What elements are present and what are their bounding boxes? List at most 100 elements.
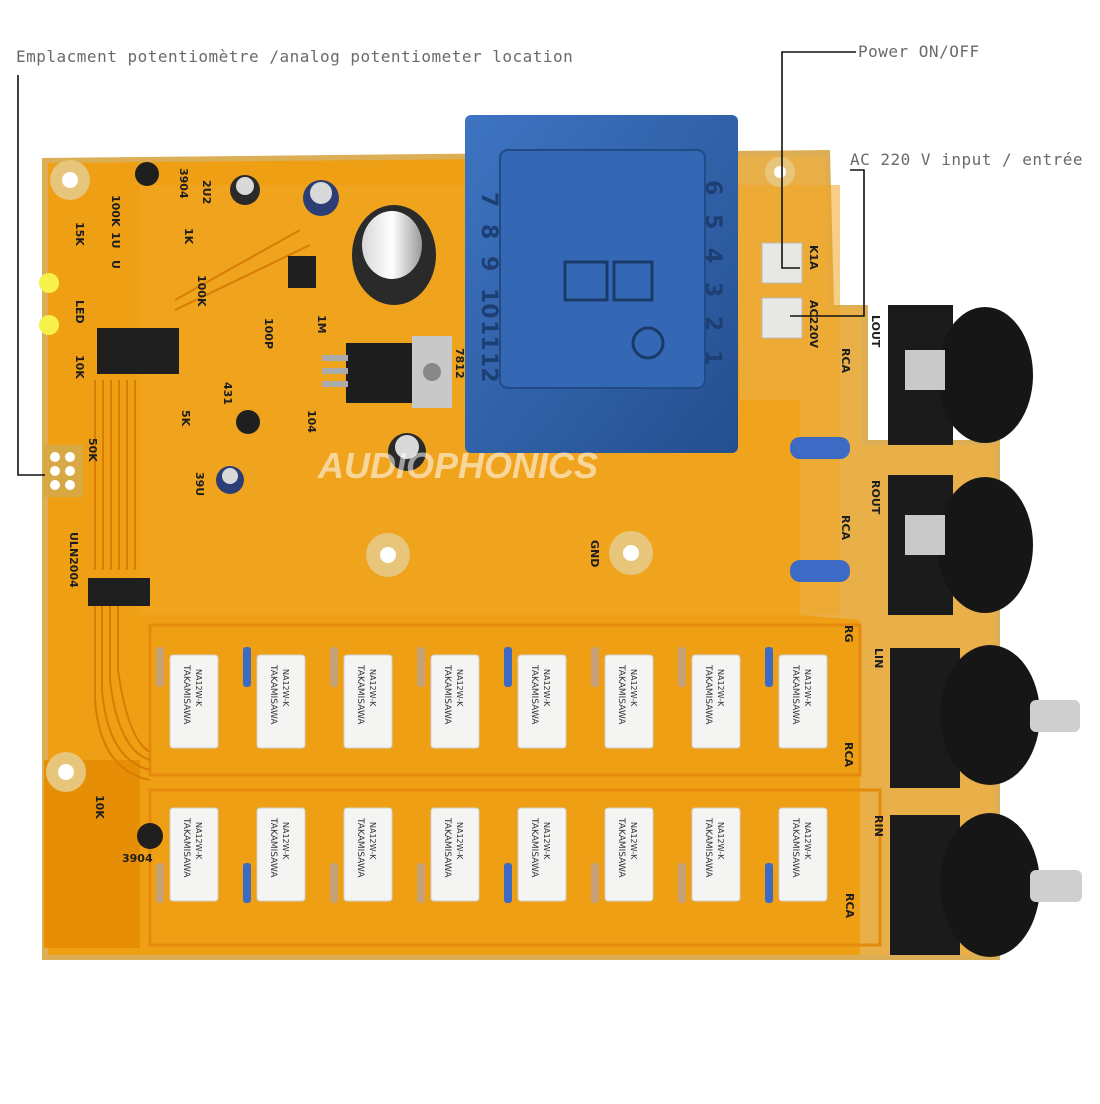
relay-model-label: NA12W-K	[194, 822, 203, 860]
label-r-100k-a: 100K	[109, 195, 122, 227]
relay-brand-label: TAKAMISAWA	[355, 664, 365, 725]
label-7812: 7812	[453, 348, 466, 379]
resistor	[243, 863, 251, 903]
resistor	[330, 647, 338, 687]
relay-model-label: NA12W-K	[281, 669, 290, 707]
resistors-blue	[790, 437, 850, 582]
resistor	[504, 647, 512, 687]
signal-traces	[94, 229, 311, 781]
relay-model-label: NA12W-K	[803, 822, 812, 860]
callout-leaders	[17, 51, 865, 476]
relay-model-label: NA12W-K	[194, 669, 203, 707]
resistor	[678, 647, 686, 687]
relay-brand-label: TAKAMISAWA	[790, 664, 800, 725]
relay-brand-label: TAKAMISAWA	[442, 664, 452, 725]
relay-brand-label: TAKAMISAWA	[703, 817, 713, 878]
label-q2: 3904	[122, 852, 153, 865]
label-rca-2: RCA	[839, 515, 852, 541]
relay	[517, 654, 567, 749]
resistor	[417, 863, 425, 903]
relay	[343, 807, 393, 902]
relay-brand-label: TAKAMISAWA	[529, 664, 539, 725]
label-c-2u2: 2U2	[200, 180, 213, 204]
relay-model-label: NA12W-K	[629, 822, 638, 860]
label-r-10k-a: 10K	[73, 355, 86, 379]
pot-header	[43, 445, 83, 497]
transformer	[465, 115, 738, 453]
relay	[430, 654, 480, 749]
relay	[778, 807, 828, 902]
label-c-u: U	[109, 260, 122, 269]
resistor	[591, 647, 599, 687]
label-led: LED	[73, 300, 86, 324]
label-q1: 3904	[177, 168, 190, 199]
relay	[169, 807, 219, 902]
resistor	[156, 863, 164, 903]
transformer-pin-4: 4	[700, 248, 725, 263]
mounting-holes	[46, 157, 795, 792]
transformer-pin-6: 6	[700, 180, 725, 195]
xlr-jacks	[888, 305, 1082, 957]
label-r-1m: 1M	[315, 315, 328, 334]
label-lin: LIN	[872, 648, 885, 668]
label-c-104: 104	[305, 410, 318, 433]
transformer-pin-2: 2	[700, 316, 725, 331]
label-r-10k-c: 10K	[93, 795, 106, 819]
transformer-pin-11: 11	[476, 320, 501, 351]
relay	[604, 807, 654, 902]
relay-model-label: NA12W-K	[455, 669, 464, 707]
transformer-pins-right: 6 5 4 3 2 1	[700, 180, 725, 365]
label-rca-4: RCA	[843, 893, 856, 919]
label-c-39u: 39U	[193, 472, 206, 496]
relay-model-label: NA12W-K	[542, 822, 551, 860]
relay	[256, 654, 306, 749]
uln2004-chip	[88, 578, 150, 606]
label-uln2004: ULN2004	[67, 532, 80, 588]
label-rin: RIN	[872, 815, 885, 837]
relay-model-label: NA12W-K	[542, 669, 551, 707]
resistor	[678, 863, 686, 903]
resistor	[330, 863, 338, 903]
transformer-pin-3: 3	[700, 282, 725, 297]
relay-model-label: NA12W-K	[716, 669, 725, 707]
resistor	[765, 863, 773, 903]
resistor	[156, 647, 164, 687]
resistor	[504, 863, 512, 903]
relay-brand-label: TAKAMISAWA	[529, 817, 539, 878]
relay-model-label: NA12W-K	[716, 822, 725, 860]
label-ac220v: AC220V	[807, 300, 820, 349]
relay	[169, 654, 219, 749]
silkscreen-labels: 3904 2U2 100K 1U U 1K 100K 15K LED 10K 1…	[67, 168, 885, 919]
label-gnd: GND	[588, 540, 601, 567]
label-rg: RG	[842, 625, 855, 643]
transformer-pin-1: 1	[700, 350, 725, 365]
label-rout: ROUT	[869, 480, 882, 515]
transistors	[135, 162, 316, 849]
label-r-15k: 15K	[73, 222, 86, 246]
control-ic	[97, 328, 179, 374]
relay-model-label: NA12W-K	[455, 822, 464, 860]
label-c-100p: 100P	[262, 318, 275, 349]
relay-brand-label: TAKAMISAWA	[616, 664, 626, 725]
relay	[343, 654, 393, 749]
relay-brand-label: TAKAMISAWA	[181, 664, 191, 725]
relay-model-label: NA12W-K	[629, 669, 638, 707]
label-r-1k: 1K	[182, 228, 195, 245]
relay-model-label: NA12W-K	[368, 822, 377, 860]
relay	[517, 807, 567, 902]
transformer-pin-5: 5	[700, 214, 725, 229]
transformer-pin-9: 9	[476, 256, 501, 271]
relay	[430, 807, 480, 902]
callout-power-switch: Power ON/OFF	[858, 42, 980, 61]
relay-brand-label: TAKAMISAWA	[268, 664, 278, 725]
resistor	[417, 647, 425, 687]
label-klv: K1A	[807, 245, 820, 270]
callout-ac-input: AC 220 V input / entrée	[850, 150, 1084, 169]
relay-brand-label: TAKAMISAWA	[268, 817, 278, 878]
relay-brand-label: TAKAMISAWA	[181, 817, 191, 878]
relay-model-label: NA12W-K	[803, 669, 812, 707]
leds	[39, 273, 59, 335]
resistor	[765, 647, 773, 687]
